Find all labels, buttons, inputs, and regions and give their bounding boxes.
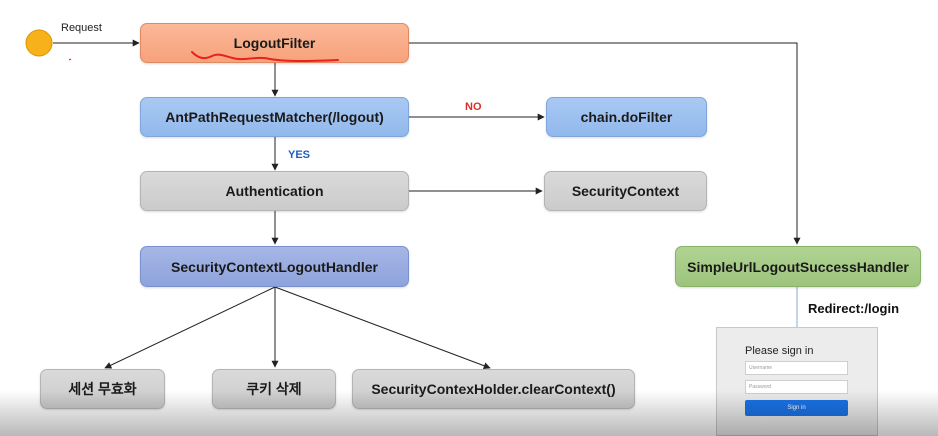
request-label: Request (61, 22, 102, 34)
cookie-delete-label: 쿠키 삭제 (246, 381, 302, 397)
login-password-field[interactable]: Password (745, 380, 848, 394)
annotation-dot (68, 58, 72, 61)
chain-dofilter-node[interactable]: chain.doFilter (546, 97, 707, 137)
authentication-label: Authentication (225, 183, 324, 199)
login-title: Please sign in (745, 345, 814, 357)
chain-dofilter-label: chain.doFilter (580, 109, 673, 125)
security-context-label: SecurityContext (571, 183, 680, 199)
authentication-node[interactable]: Authentication (140, 171, 409, 211)
yes-label: YES (288, 149, 311, 161)
clear-context-label: SecurityContexHolder.clearContext() (371, 381, 616, 397)
red-underline-annotation (191, 51, 339, 62)
clear-context-node[interactable]: SecurityContexHolder.clearContext() (352, 369, 635, 409)
logout-handler-node[interactable]: SecurityContextLogoutHandler (140, 246, 409, 287)
matcher-label: AntPathRequestMatcher(/logout) (165, 109, 384, 125)
edge-handler-clear (274, 286, 491, 370)
matcher-node[interactable]: AntPathRequestMatcher(/logout) (140, 97, 409, 137)
redirect-label: Redirect:/login (808, 301, 900, 316)
logout-handler-label: SecurityContextLogoutHandler (171, 258, 378, 275)
login-preview: Please sign in Username Password Sign in (716, 327, 878, 436)
logout-filter-label: LogoutFilter (233, 35, 316, 51)
edge-handler-session (104, 286, 276, 369)
login-sign-in-button[interactable]: Sign in (745, 400, 848, 416)
edge-filter-success (409, 42, 801, 245)
session-invalidate-node[interactable]: 세션 무효화 (40, 369, 165, 409)
session-invalidate-label: 세션 무효화 (68, 381, 137, 397)
login-username-field[interactable]: Username (745, 361, 848, 375)
success-handler-label: SimpleUrlLogoutSuccessHandler (687, 258, 909, 275)
no-label: NO (465, 101, 482, 113)
start-node (25, 29, 53, 57)
cookie-delete-node[interactable]: 쿠키 삭제 (212, 369, 336, 409)
logout-filter-node[interactable]: LogoutFilter (140, 23, 409, 63)
security-context-node[interactable]: SecurityContext (544, 171, 707, 211)
success-handler-node[interactable]: SimpleUrlLogoutSuccessHandler (675, 246, 921, 287)
